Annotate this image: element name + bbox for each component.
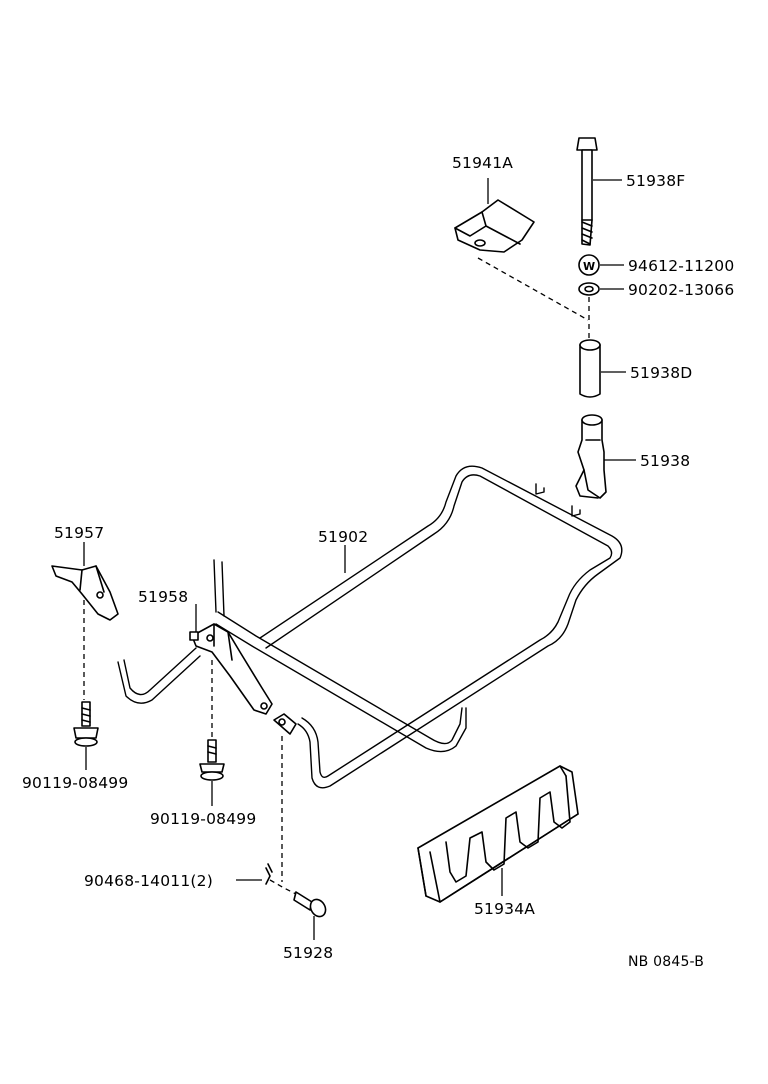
hook-51938: [575, 414, 607, 499]
bracket-51957: [51, 565, 119, 621]
bolt-90119-a: [73, 701, 99, 747]
clamp-end: [273, 713, 297, 735]
label-51941A: 51941A: [452, 154, 513, 172]
spacer-block-51934A: [417, 765, 579, 903]
label-51957: 51957: [54, 524, 104, 542]
label-51934A: 51934A: [474, 900, 535, 918]
clip-90468: [265, 863, 273, 885]
label-90119-b: 90119-08499: [150, 810, 256, 828]
bolt-51938F: [576, 137, 598, 246]
label-90119-a: 90119-08499: [22, 774, 128, 792]
washer-90202: [578, 282, 600, 296]
wing-nut-94612: W: [578, 254, 600, 276]
bracket-51941A: [454, 199, 535, 253]
bolt-90119-b: [199, 739, 225, 781]
label-51938D: 51938D: [630, 364, 692, 382]
label-51938F: 51938F: [626, 172, 685, 190]
dash-90468: [269, 879, 297, 895]
carrier-frame-51902: [117, 465, 623, 789]
diagram-code: NB 0845-B: [628, 954, 704, 970]
label-51928: 51928: [283, 944, 333, 962]
label-51902: 51902: [318, 528, 368, 546]
sleeve-51938D: [579, 339, 601, 398]
label-90202: 90202-13066: [628, 281, 734, 299]
bracket-51958: [189, 623, 273, 715]
pin-51928: [293, 891, 327, 918]
label-94612: 94612-11200: [628, 257, 734, 275]
label-90468: 90468-14011(2): [84, 872, 213, 890]
washer-mark: W: [583, 260, 595, 273]
label-51958: 51958: [138, 588, 188, 606]
label-51938: 51938: [640, 452, 690, 470]
dash-51941A: [477, 257, 589, 321]
